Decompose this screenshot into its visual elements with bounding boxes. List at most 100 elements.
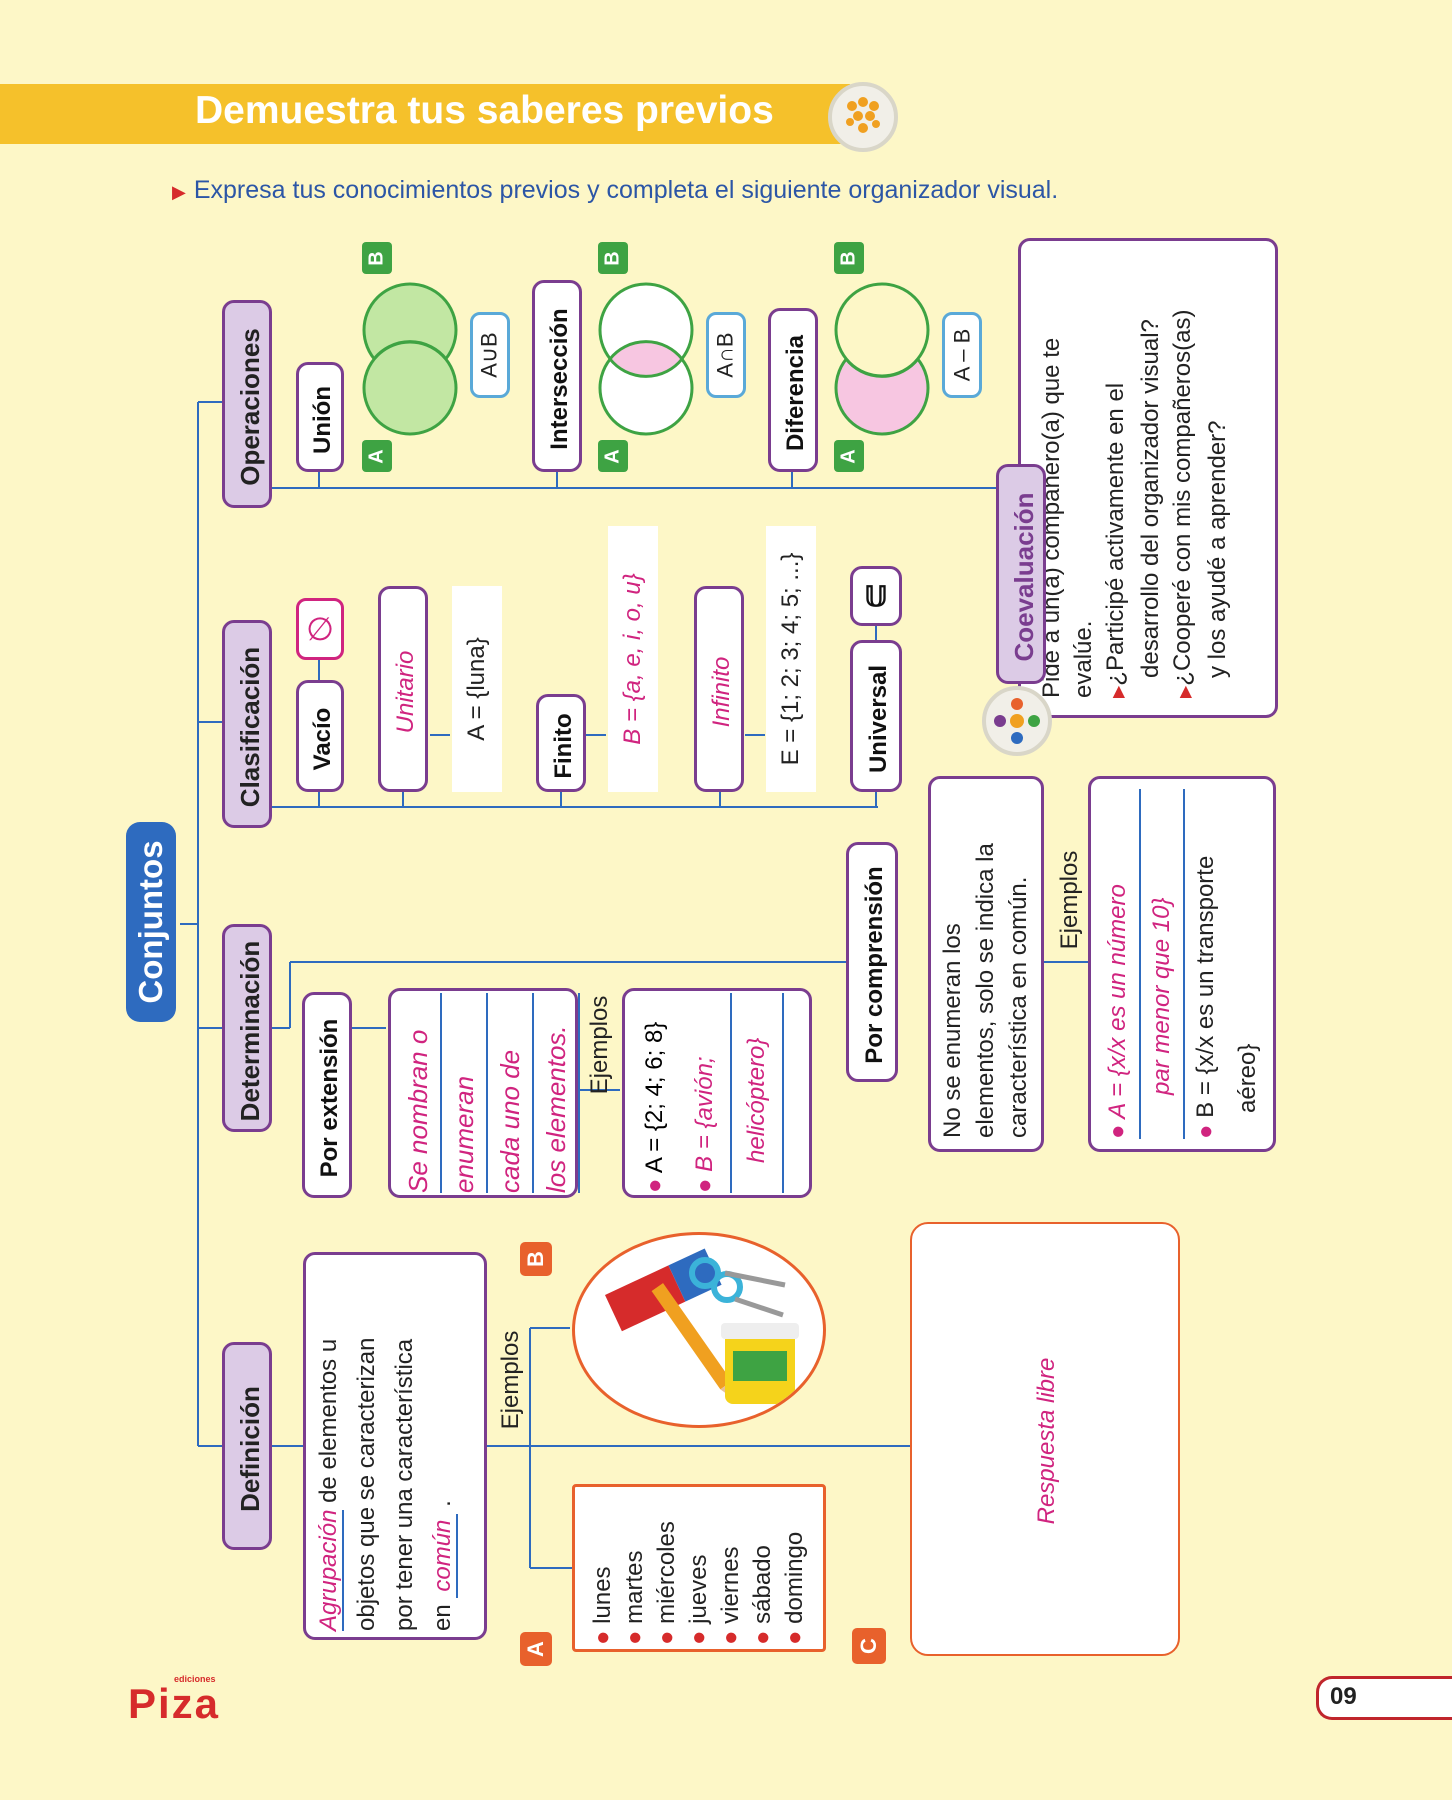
weekday-text: jueves [685, 1554, 712, 1624]
weekday-text: martes [621, 1550, 648, 1624]
weekday-item: ● lunes [589, 1566, 616, 1645]
interseccion-node: Intersección [532, 280, 582, 472]
weekday-item: ● martes [621, 1550, 648, 1645]
comprension-examples: ● A = {x/x es un número par menor que 10… [1088, 776, 1276, 1152]
extension-ejemplos-label: Ejemplos [585, 996, 615, 1095]
venn-diferencia [834, 282, 930, 436]
comprension-example-a2-text: par menor que 10} [1148, 897, 1175, 1095]
empty-set-symbol: ∅ [296, 598, 344, 660]
definicion-ejemplos-label: Ejemplos [496, 1320, 526, 1440]
universal-symbol: 𝕌 [850, 566, 902, 626]
weekday-item: ● viernes [717, 1546, 744, 1645]
extension-example-b-text: B = {avión; [691, 1056, 718, 1172]
comprension-example-b2: aéreo} [1227, 789, 1269, 1139]
extension-example-b2: helicóptero} [732, 993, 784, 1193]
infinito-example: E = {1; 2; 3; 4; 5; ...} [766, 526, 816, 792]
universal-node: Universal [850, 640, 902, 792]
coevaluacion-intro-line: evalúe. [1070, 620, 1097, 698]
comprension-example-b-text: B = {x/x es un transporte [1192, 855, 1219, 1118]
instruction-text: Expresa tus conocimientos previos y comp… [193, 176, 1059, 204]
definicion-line-4: en común . [429, 1500, 458, 1631]
extension-example-b2-text: helicóptero} [743, 1037, 770, 1163]
tag-a-diferencia: A [834, 440, 864, 472]
unitario-example: A = {luna} [452, 586, 502, 792]
comprension-example-b2-text: aéreo} [1234, 1043, 1261, 1113]
weekday-text: domingo [781, 1531, 808, 1624]
unitario-label: Unitario [392, 650, 419, 734]
infinito-example-text: E = {1; 2; 3; 4; 5; ...} [777, 552, 804, 766]
tag-b-union: B [362, 242, 392, 274]
coevaluacion-item: ▶¿Participé activamente en el [1102, 382, 1129, 698]
root-node: Conjuntos [126, 822, 176, 1022]
coevaluacion-item-line: desarrollo del organizador visual? [1137, 319, 1164, 678]
branch-definicion-label: Definición [234, 1386, 265, 1512]
comprension-example-a2: par menor que 10} [1141, 789, 1185, 1139]
glue-jar-icon [721, 1323, 799, 1404]
page-number: 09 [1330, 1683, 1357, 1710]
union-label: Unión [309, 386, 336, 454]
definicion-highlight-1: Agrupación [315, 1509, 344, 1631]
definicion-line: objetos que se caracterizan [353, 1337, 380, 1631]
comprension-example-b: ● B = {x/x es un transporte [1192, 855, 1219, 1139]
coevaluacion-title-text: Coevaluación [1008, 492, 1039, 662]
definicion-ejemplos-text: Ejemplos [497, 1330, 524, 1430]
comprension-label: Por comprensión [861, 866, 888, 1064]
finito-node: Finito [536, 694, 586, 792]
tag-b-diferencia: B [834, 242, 864, 274]
bullet-triangle-icon: ▶ [172, 182, 186, 202]
publisher-logo-text: Piza [128, 1680, 221, 1727]
page-number-box [1316, 1676, 1452, 1720]
coevaluacion-item-text: ¿Cooperé con mis compañeros(as) [1169, 309, 1196, 686]
example-a-box: ● lunes ● martes ● miércoles ● jueves ● … [572, 1484, 826, 1652]
extension-description: Se nombran o enumeran cada uno de los el… [388, 988, 580, 1198]
extension-desc-line: cada uno de [488, 993, 534, 1193]
venn-union [362, 282, 458, 436]
extension-example-a-text: A = {2; 4; 6; 8} [641, 1021, 668, 1174]
publisher-logo-small: ediciones [174, 1674, 216, 1684]
tag-b-interseccion: B [598, 242, 628, 274]
example-c-text: Respuesta libre [1033, 1357, 1060, 1525]
comprension-example-a-text: A = {x/x es un número [1104, 884, 1131, 1119]
unitario-example-text: A = {luna} [463, 637, 490, 741]
branch-operaciones-label: Operaciones [234, 328, 265, 486]
weekday-item: ● sábado [749, 1545, 776, 1645]
diferencia-notation-text: A – B [949, 328, 974, 382]
unitario-node: Unitario [378, 586, 428, 792]
tag-a-label: A [522, 1641, 548, 1657]
interseccion-notation: A∩B [706, 312, 746, 398]
coevaluacion-item-line: y los ayudé a aprender? [1204, 420, 1231, 678]
diferencia-node: Diferencia [768, 308, 818, 472]
branch-clasificacion: Clasificación [222, 620, 272, 828]
tag-b-label: B [522, 1251, 548, 1267]
branch-clasificacion-label: Clasificación [234, 646, 265, 808]
tag-a-union-label: A [365, 448, 388, 464]
finito-example: B = {a, e, i, o, u} [608, 526, 658, 792]
extension-desc-line: los elementos. [534, 993, 580, 1193]
branch-definicion: Definición [222, 1342, 272, 1550]
instruction: ▶ Expresa tus conocimientos previos y com… [172, 176, 1058, 205]
weekday-text: miércoles [653, 1521, 680, 1624]
diferencia-notation: A – B [942, 312, 982, 398]
union-notation: A∪B [470, 312, 510, 398]
definicion-highlight-2: común [429, 1513, 458, 1598]
venn-interseccion [598, 282, 694, 436]
diferencia-label: Diferencia [782, 334, 809, 452]
branch-operaciones: Operaciones [222, 300, 272, 508]
weekday-item: ● miércoles [653, 1521, 680, 1645]
page-title: Demuestra tus saberes previos [195, 89, 774, 132]
extension-examples: ● A = {2; 4; 6; 8} ● B = {avión; helicóp… [622, 988, 812, 1198]
extension-desc-line: Se nombran o [396, 993, 442, 1193]
tag-b-diferencia-label: B [837, 250, 860, 266]
extension-example-b: ● B = {avión; [680, 993, 732, 1193]
definicion-line: por tener una característica [391, 1338, 418, 1631]
extension-desc-line: enumeran [442, 993, 488, 1193]
scissors-icon [689, 1257, 786, 1318]
comprension-desc-line: No se enumeran los [939, 923, 966, 1138]
tag-c: C [852, 1628, 886, 1664]
comprension-ejemplos-text: Ejemplos [1056, 850, 1083, 950]
finito-example-text: B = {a, e, i, o, u} [619, 573, 646, 745]
school-supplies-image [572, 1232, 826, 1428]
coevaluacion-item: ▶¿Cooperé con mis compañeros(as) [1169, 309, 1196, 698]
